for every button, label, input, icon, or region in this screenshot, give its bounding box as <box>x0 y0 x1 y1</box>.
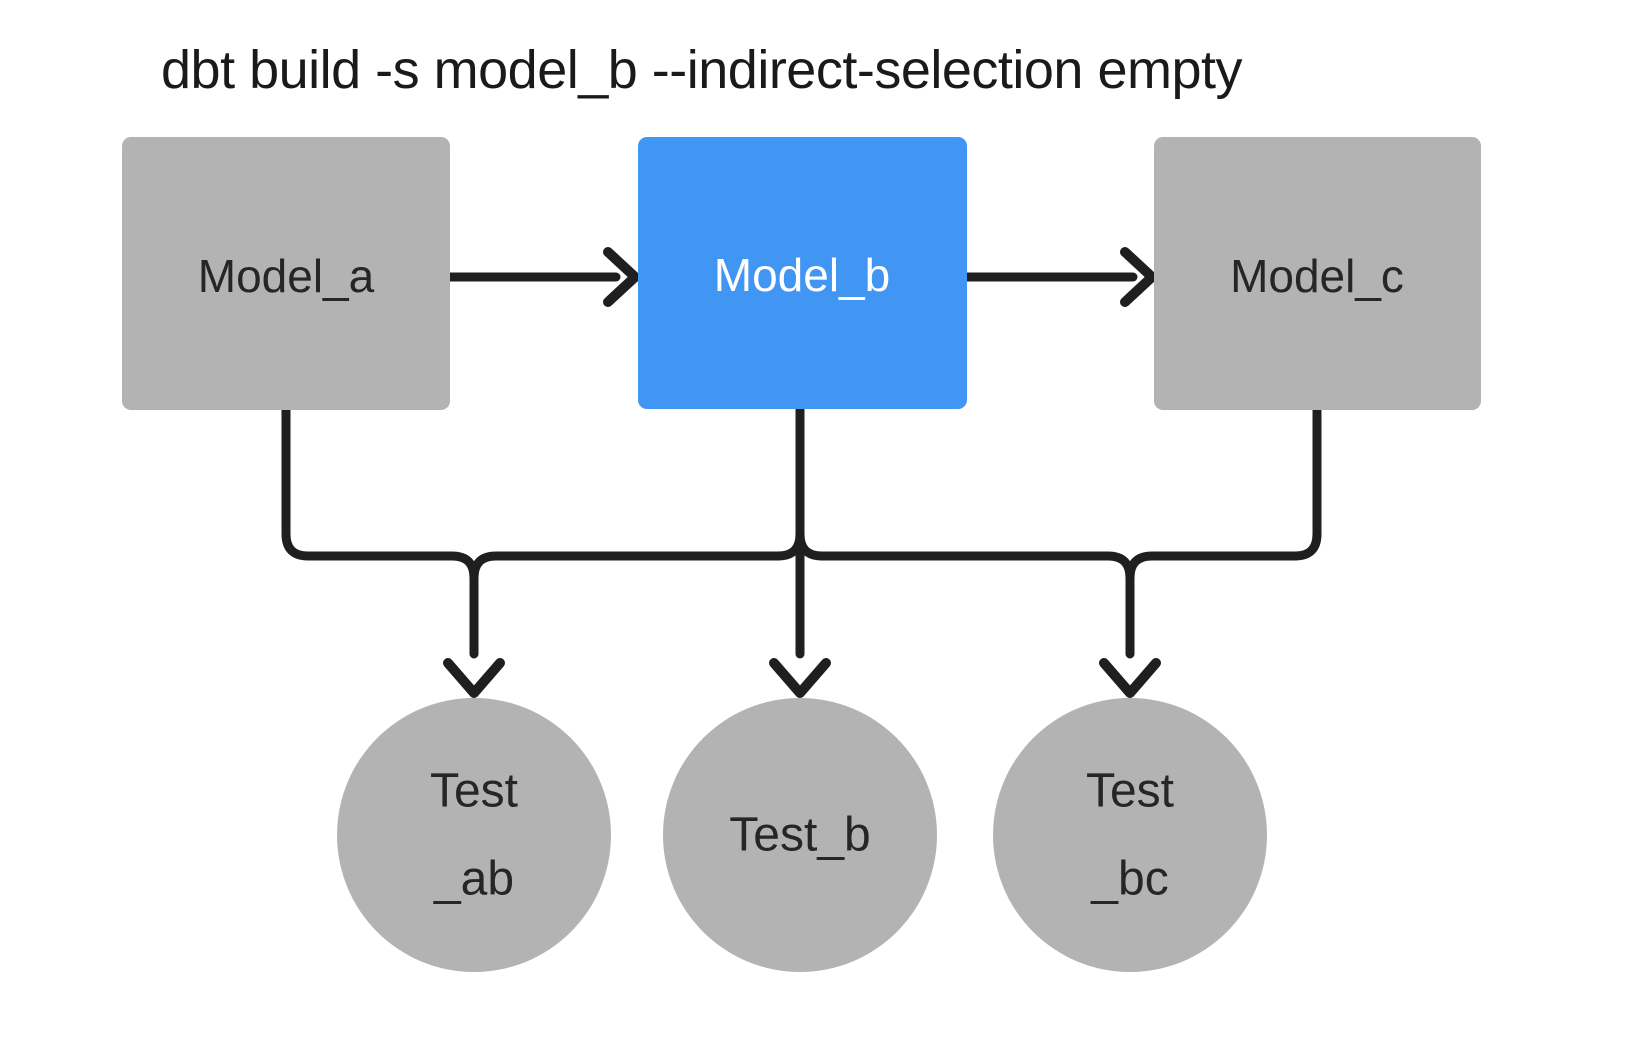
node-test-ab-label-line2: _ab <box>433 853 514 906</box>
node-model-a: Model_a <box>122 137 450 410</box>
node-test-b: Test_b <box>663 698 937 972</box>
node-model-b-box <box>638 137 967 409</box>
node-model-c-box <box>1154 137 1481 410</box>
node-test-bc-circle <box>993 698 1267 972</box>
edge-bus-left <box>469 529 805 583</box>
arrowhead-test-b-icon <box>769 658 831 698</box>
node-model-c-label: Model_c <box>1230 250 1404 302</box>
edge-model-c-down <box>1125 405 1322 659</box>
node-model-b-selected: Model_b <box>638 137 967 409</box>
node-model-b-label: Model_b <box>714 249 890 301</box>
edge-model-b-to-model-c <box>962 247 1157 307</box>
node-test-bc-label-line2: _bc <box>1090 853 1168 906</box>
node-model-a-box <box>122 137 450 410</box>
arrowhead-test-ab-icon <box>443 658 505 698</box>
node-model-c: Model_c <box>1154 137 1481 410</box>
node-test-ab-circle <box>337 698 611 972</box>
edge-bus-right <box>795 529 1135 583</box>
edge-model-a-down <box>281 405 479 659</box>
node-test-b-circle <box>663 698 937 972</box>
node-test-bc: Test _bc <box>993 698 1267 972</box>
edge-a-b-arrowhead-icon <box>603 247 640 307</box>
node-model-a-label: Model_a <box>198 250 375 302</box>
node-test-bc-label-line1: Test <box>1086 765 1174 818</box>
command-title: dbt build -s model_b --indirect-selectio… <box>161 40 1242 100</box>
arrowhead-test-bc-icon <box>1099 658 1161 698</box>
node-test-b-label: Test_b <box>729 809 870 862</box>
edges-models-to-tests <box>281 403 1322 698</box>
node-test-ab: Test _ab <box>337 698 611 972</box>
edge-model-a-to-model-b <box>445 247 640 307</box>
node-test-ab-label-line1: Test <box>430 765 518 818</box>
edge-b-c-arrowhead-icon <box>1120 247 1157 307</box>
